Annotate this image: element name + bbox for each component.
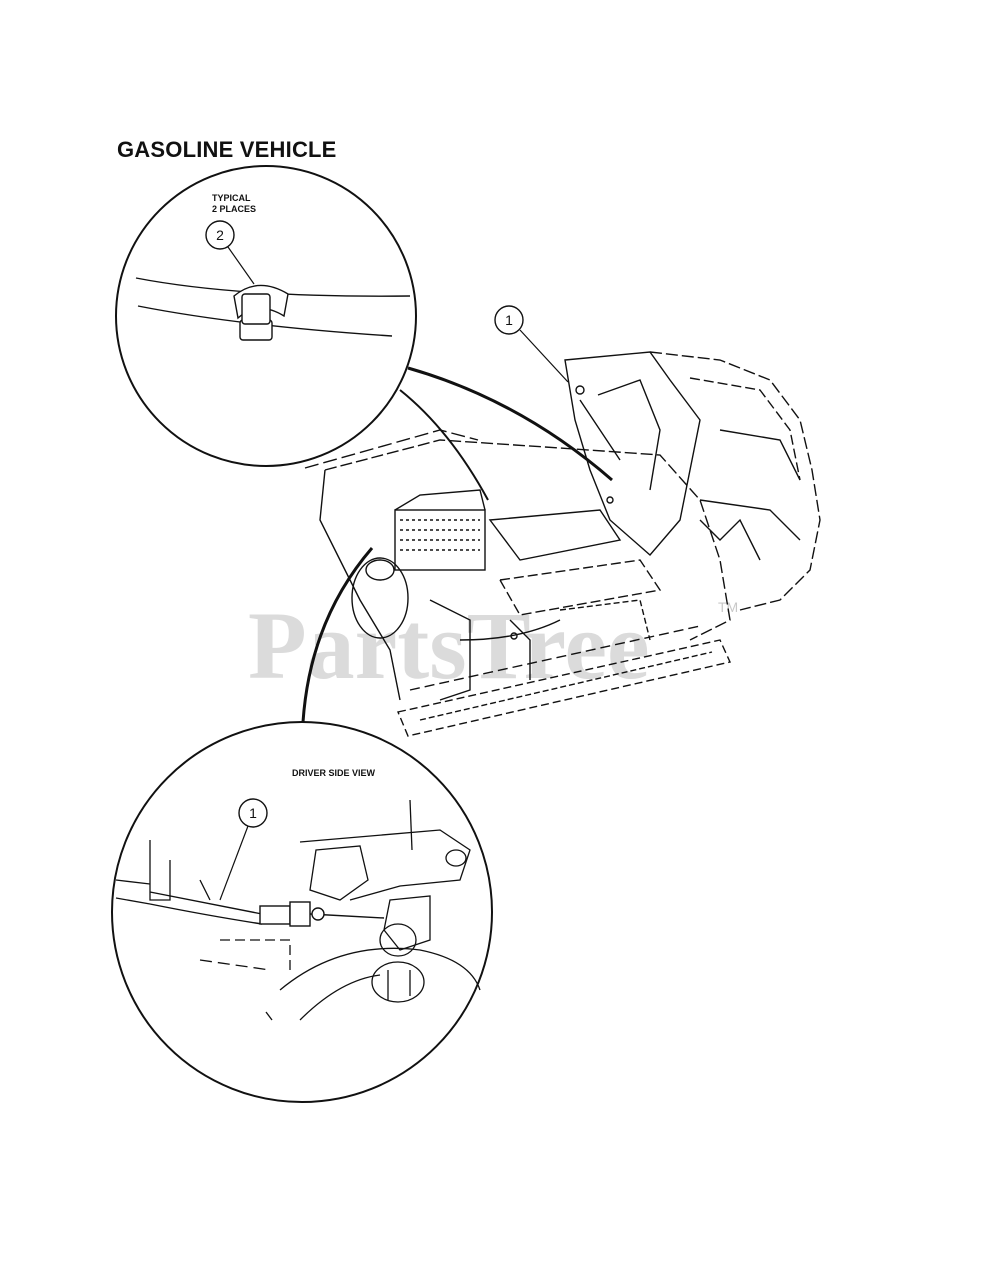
hose-clamp: [233, 284, 289, 341]
watermark-tm: TM: [718, 599, 738, 615]
main-callout-1-number: 1: [505, 312, 513, 328]
main-chassis-view: [304, 351, 821, 737]
detail-top-note-line2: 2 PLACES: [212, 204, 256, 214]
detail-leader-lines: [301, 366, 613, 723]
detail-bottom-circle: DRIVER SIDE VIEW: [111, 721, 493, 1103]
detail-top-callout-2: 2: [216, 227, 224, 243]
detail-top-circle: TYPICAL 2 PLACES 2: [115, 165, 417, 467]
detail-bottom-label: DRIVER SIDE VIEW: [292, 768, 376, 778]
detail-top-note-line1: TYPICAL: [212, 193, 251, 203]
watermark: PartsTree TM: [248, 592, 738, 699]
main-callout-1: 1: [494, 305, 569, 383]
page-title: GASOLINE VEHICLE: [117, 137, 337, 162]
detail-bottom-callout-1: 1: [249, 805, 257, 821]
